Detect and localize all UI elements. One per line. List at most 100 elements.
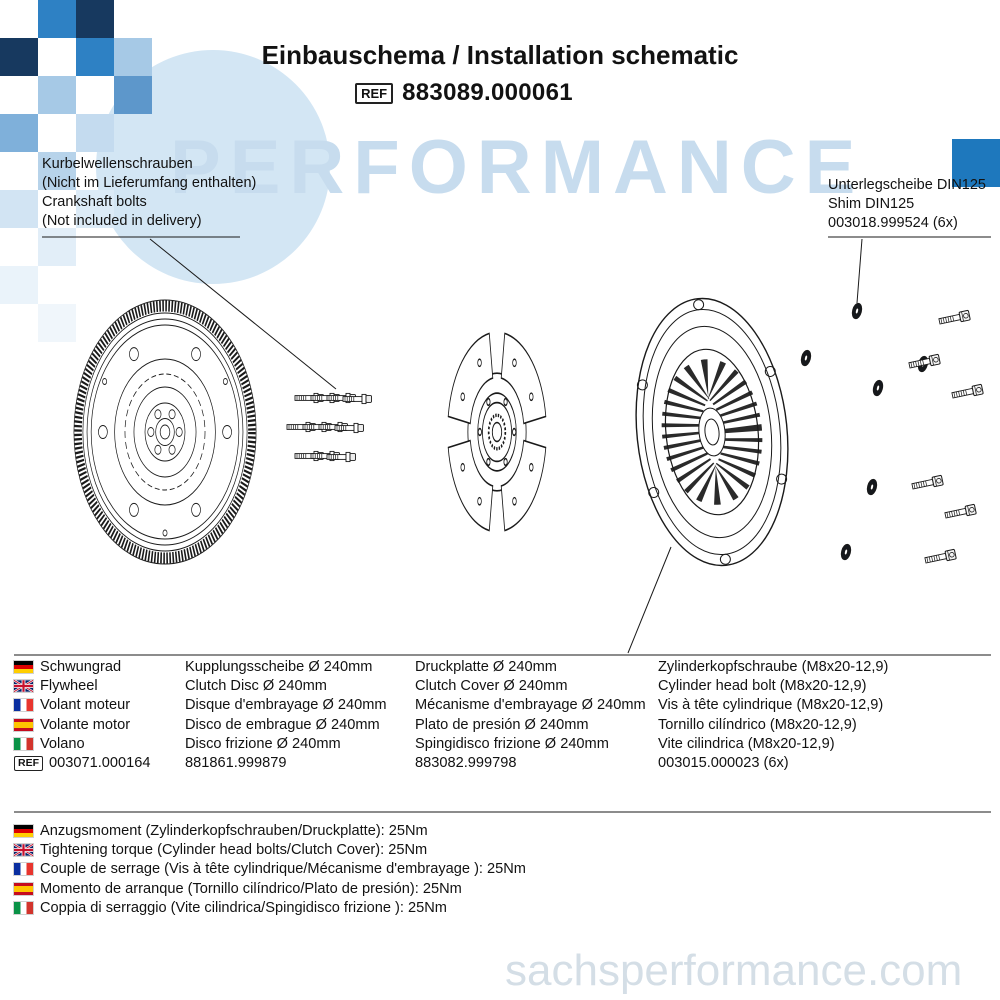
flag-uk-icon (14, 679, 33, 692)
leader-lines (149, 238, 863, 654)
shim-washers-drawing (799, 301, 930, 562)
checker-square (114, 76, 152, 114)
part-number: 881861.999879 (185, 755, 287, 772)
part-label: Disque d'embrayage Ø 240mm (185, 697, 387, 714)
performance-watermark-text: PERFORMANCE (170, 125, 865, 210)
annotation-line: Crankshaft bolts (42, 194, 147, 210)
flag-france-icon (14, 863, 33, 876)
checker-square (38, 0, 76, 38)
ref-number: 883089.000061 (402, 79, 573, 106)
part-label-row: Volano (14, 734, 184, 753)
part-label: Disco de embrague Ø 240mm (185, 716, 380, 733)
flag-germany-icon (14, 824, 33, 837)
torque-note: Momento de arranque (Tornillo cilíndrico… (40, 880, 462, 897)
checker-square (76, 114, 114, 152)
ref-badge-small: REF (14, 755, 43, 771)
flywheel-drawing (73, 299, 257, 565)
parts-column-clutch-cover: Druckplatte Ø 240mm Clutch Cover Ø 240mm… (415, 657, 657, 773)
crankshaft-bolts-drawing (286, 392, 372, 463)
checker-square (0, 114, 38, 152)
clutch-disc-drawing (447, 332, 547, 532)
part-label-row: Plato de presión Ø 240mm (415, 715, 657, 734)
torque-note: Couple de serrage (Vis à tête cylindriqu… (40, 861, 526, 878)
part-label-row: Volante motor (14, 715, 184, 734)
part-label: Plato de presión Ø 240mm (415, 716, 589, 733)
checker-square (38, 304, 76, 342)
part-label: Vite cilindrica (M8x20-12,9) (658, 735, 835, 752)
torque-note-row: Tightening torque (Cylinder head bolts/C… (14, 840, 526, 859)
flag-spain-icon (14, 882, 33, 895)
part-label: Tornillo cilíndrico (M8x20-12,9) (658, 716, 857, 733)
checker-square (114, 38, 152, 76)
checker-square (38, 228, 76, 266)
torque-note-row: Momento de arranque (Tornillo cilíndrico… (14, 879, 526, 898)
part-label: Vis à tête cylindrique (M8x20-12,9) (658, 697, 884, 714)
part-number: 883082.999798 (415, 755, 517, 772)
torque-note: Coppia di serraggio (Vite cilindrica/Spi… (40, 899, 447, 916)
part-label-row: Zylinderkopfschraube (M8x20-12,9) (658, 657, 993, 676)
part-label: Spingidisco frizione Ø 240mm (415, 735, 609, 752)
part-label: Flywheel (40, 677, 98, 694)
clutch-cover-drawing (635, 297, 789, 567)
checker-square-accent (952, 139, 1000, 187)
part-number-row: 883082.999798 (415, 753, 657, 772)
part-number-row: 881861.999879 (185, 753, 413, 772)
page-title: Einbauschema / Installation schematic (261, 40, 739, 70)
checker-square (38, 76, 76, 114)
checker-square (76, 0, 114, 38)
annotation-line: Shim DIN125 (828, 196, 915, 212)
part-label-row: Disque d'embrayage Ø 240mm (185, 696, 413, 715)
part-number-row: 003015.000023 (6x) (658, 753, 993, 772)
flag-france-icon (14, 699, 33, 712)
annotation-line: Unterlegscheibe DIN125 (828, 177, 986, 193)
checker-square (76, 38, 114, 76)
torque-note: Anzugsmoment (Zylinderkopfschrauben/Druc… (40, 822, 428, 839)
part-label: Volant moteur (40, 697, 131, 714)
part-label: Volante motor (40, 716, 131, 733)
annotation-line: 003018.999524 (6x) (828, 215, 958, 231)
part-label-row: Clutch Disc Ø 240mm (185, 676, 413, 695)
part-label-row: Flywheel (14, 676, 184, 695)
checker-square (0, 266, 38, 304)
torque-notes-section: Anzugsmoment (Zylinderkopfschrauben/Druc… (14, 821, 526, 917)
torque-note-row: Anzugsmoment (Zylinderkopfschrauben/Druc… (14, 821, 526, 840)
torque-note-row: Couple de serrage (Vis à tête cylindriqu… (14, 860, 526, 879)
part-label: Disco frizione Ø 240mm (185, 735, 341, 752)
part-label: Kupplungsscheibe Ø 240mm (185, 658, 373, 675)
part-label-row: Kupplungsscheibe Ø 240mm (185, 657, 413, 676)
part-label: Mécanisme d'embrayage Ø 240mm (415, 697, 646, 714)
flag-uk-icon (14, 843, 33, 856)
part-label: Druckplatte Ø 240mm (415, 658, 557, 675)
website-watermark-text: sachsperformance.com (505, 946, 963, 995)
annotation-crankshaft-bolts: Kurbelwellenschrauben (Nicht im Lieferum… (42, 155, 256, 231)
checker-square (0, 190, 38, 228)
part-number: 003071.000164 (49, 755, 151, 772)
part-label: Schwungrad (40, 658, 122, 675)
part-label-row: Volant moteur (14, 696, 184, 715)
ref-badge: REF (355, 82, 394, 104)
part-label-row: Vis à tête cylindrique (M8x20-12,9) (658, 696, 993, 715)
flag-germany-icon (14, 660, 33, 673)
annotation-line: (Not included in delivery) (42, 213, 202, 229)
parts-column-cylinder-head-bolt: Zylinderkopfschraube (M8x20-12,9) Cylind… (658, 657, 993, 773)
part-label-row: Druckplatte Ø 240mm (415, 657, 657, 676)
part-label-row: Tornillo cilíndrico (M8x20-12,9) (658, 715, 993, 734)
part-number: 003015.000023 (6x) (658, 755, 789, 772)
part-label: Cylinder head bolt (M8x20-12,9) (658, 677, 867, 694)
checker-square (0, 38, 38, 76)
part-label-row: Spingidisco frizione Ø 240mm (415, 734, 657, 753)
part-label-row: Cylinder head bolt (M8x20-12,9) (658, 676, 993, 695)
flag-spain-icon (14, 718, 33, 731)
reference-number-line: REF 883089.000061 (0, 79, 964, 107)
part-label: Clutch Disc Ø 240mm (185, 677, 327, 694)
checker-square (38, 152, 76, 190)
part-label-row: Schwungrad (14, 657, 184, 676)
annotation-line: Kurbelwellenschrauben (42, 156, 193, 172)
part-label-row: Mécanisme d'embrayage Ø 240mm (415, 696, 657, 715)
parts-column-flywheel: Schwungrad Flywheel Volant moteur Volant… (14, 657, 184, 773)
part-label-row: Vite cilindrica (M8x20-12,9) (658, 734, 993, 753)
part-label: Zylinderkopfschraube (M8x20-12,9) (658, 658, 889, 675)
flag-italy-icon (14, 901, 33, 914)
part-label-row: Disco frizione Ø 240mm (185, 734, 413, 753)
